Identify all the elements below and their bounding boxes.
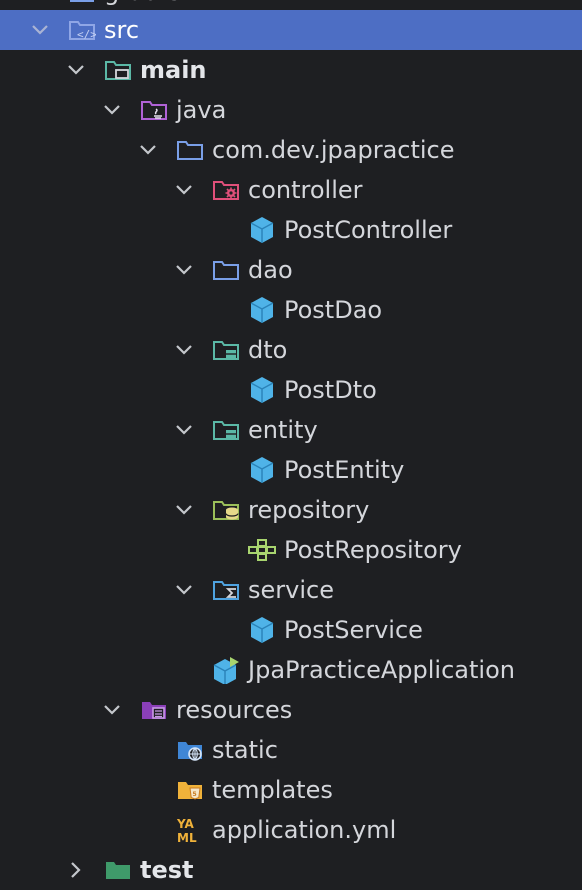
- tree-label-post-entity: PostEntity: [284, 456, 405, 484]
- source-folder-icon: </>: [68, 16, 96, 44]
- controller-folder-icon: [212, 176, 240, 204]
- tree-row-jpa-practice-application[interactable]: JpaPracticeApplication: [0, 650, 582, 690]
- tree-label-post-dto: PostDto: [284, 376, 377, 404]
- tree-row-controller[interactable]: controller: [0, 170, 582, 210]
- test-folder-icon: [104, 856, 132, 884]
- chevron-down-icon[interactable]: [173, 419, 195, 441]
- svg-text:ML: ML: [177, 831, 197, 844]
- tree-row-test[interactable]: test: [0, 850, 582, 890]
- tree-row-templates[interactable]: 5 templates: [0, 770, 582, 810]
- tree-row-post-dto[interactable]: PostDto: [0, 370, 582, 410]
- chevron-down-icon[interactable]: [173, 259, 195, 281]
- tree-label-post-dao: PostDao: [284, 296, 383, 324]
- web-folder-icon: [176, 736, 204, 764]
- tree-label-templates: templates: [212, 776, 333, 804]
- tree-label-static: static: [212, 736, 278, 764]
- tree-label-dto: dto: [248, 336, 288, 364]
- class-icon: [248, 616, 276, 644]
- tree-row-static[interactable]: static: [0, 730, 582, 770]
- chevron-down-icon[interactable]: [173, 179, 195, 201]
- tree-row-post-repository[interactable]: PostRepository: [0, 530, 582, 570]
- tree-label-main: main: [140, 56, 207, 84]
- spring-boot-application-icon: [212, 656, 240, 684]
- tree-row-post-entity[interactable]: PostEntity: [0, 450, 582, 490]
- chevron-down-icon[interactable]: [101, 99, 123, 121]
- tree-row-java[interactable]: java: [0, 90, 582, 130]
- tree-row-main[interactable]: main: [0, 50, 582, 90]
- tree-row-dao[interactable]: dao: [0, 250, 582, 290]
- chevron-down-icon[interactable]: [173, 579, 195, 601]
- tree-label-jpa-practice-application: JpaPracticeApplication: [248, 656, 515, 684]
- tree-label-java: java: [176, 96, 227, 124]
- chevron-right-icon[interactable]: [65, 859, 87, 881]
- service-folder-icon: [212, 576, 240, 604]
- tree-row-gradle[interactable]: gradle: [0, 0, 582, 12]
- svg-text:5: 5: [193, 791, 197, 798]
- package-folder-icon: [212, 256, 240, 284]
- tree-row-post-controller[interactable]: PostController: [0, 210, 582, 250]
- class-icon: [248, 216, 276, 244]
- tree-row-resources[interactable]: resources: [0, 690, 582, 730]
- tree-label-post-controller: PostController: [284, 216, 453, 244]
- chevron-down-icon[interactable]: [137, 139, 159, 161]
- tree-label-repository: repository: [248, 496, 370, 524]
- tree-label-service: service: [248, 576, 334, 604]
- tree-row-dto[interactable]: dto: [0, 330, 582, 370]
- svg-text:YA: YA: [176, 817, 195, 831]
- model-folder-icon: [212, 336, 240, 364]
- database-folder-icon: [212, 496, 240, 524]
- tree-row-post-dao[interactable]: PostDao: [0, 290, 582, 330]
- tree-label-package: com.dev.jpapractice: [212, 136, 455, 164]
- tree-label-post-service: PostService: [284, 616, 423, 644]
- chevron-down-icon[interactable]: [101, 699, 123, 721]
- chevron-down-icon[interactable]: [65, 59, 87, 81]
- gradle-folder-icon: [68, 0, 96, 6]
- tree-label-dao: dao: [248, 256, 293, 284]
- tree-label-application-yml: application.yml: [212, 816, 397, 844]
- tree-row-service[interactable]: service: [0, 570, 582, 610]
- tree-label-gradle: gradle: [104, 0, 180, 12]
- interface-icon: [248, 536, 276, 564]
- package-folder-icon: [176, 136, 204, 164]
- chevron-down-icon[interactable]: [173, 339, 195, 361]
- tree-row-repository[interactable]: repository: [0, 490, 582, 530]
- chevron-down-icon[interactable]: [29, 19, 51, 41]
- svg-text:</>: </>: [77, 28, 96, 41]
- tree-label-src: src: [104, 16, 140, 44]
- tree-row-entity[interactable]: entity: [0, 410, 582, 450]
- templates-folder-icon: 5: [176, 776, 204, 804]
- class-icon: [248, 296, 276, 324]
- tree-label-resources: resources: [176, 696, 293, 724]
- class-icon: [248, 456, 276, 484]
- tree-label-entity: entity: [248, 416, 318, 444]
- tree-row-post-service[interactable]: PostService: [0, 610, 582, 650]
- tree-label-controller: controller: [248, 176, 363, 204]
- tree-row-src[interactable]: </> src: [0, 10, 582, 50]
- module-folder-icon: [104, 56, 132, 84]
- chevron-down-icon[interactable]: [173, 499, 195, 521]
- resources-folder-icon: [140, 696, 168, 724]
- tree-row-package[interactable]: com.dev.jpapractice: [0, 130, 582, 170]
- model-folder-icon: [212, 416, 240, 444]
- tree-label-test: test: [140, 856, 194, 884]
- java-sources-folder-icon: [140, 96, 168, 124]
- tree-label-post-repository: PostRepository: [284, 536, 462, 564]
- class-icon: [248, 376, 276, 404]
